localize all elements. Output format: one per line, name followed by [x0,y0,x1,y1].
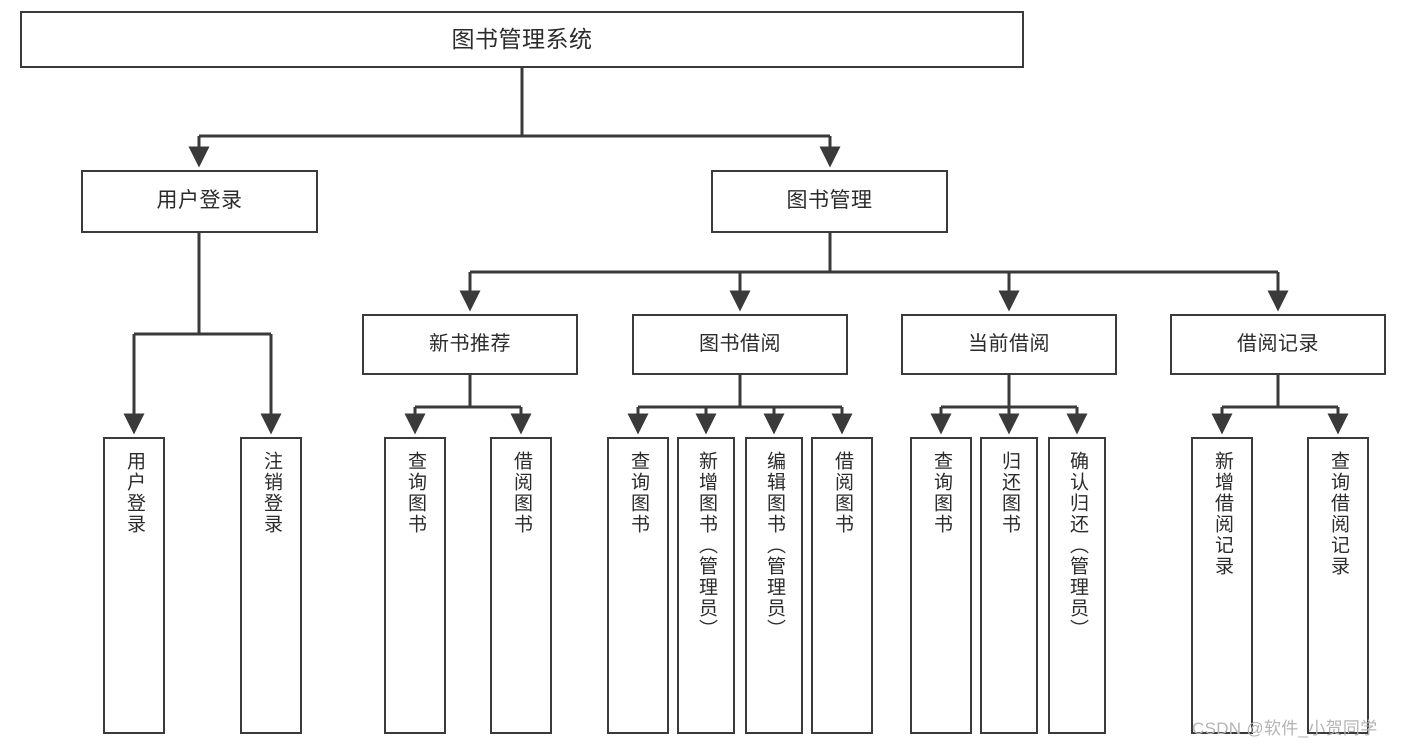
leaf-record-2-label: 查询借阅记录 [1327,451,1349,577]
node-root[interactable]: 图书管理系统 [20,11,1024,68]
csdn-watermark: CSDN @软件_小贺同学 [1192,719,1378,738]
leaf-user-login-1[interactable]: 用户登录 [103,437,165,734]
leaf-current-3-label: 确认归还（管理员） [1066,451,1088,640]
leaf-new-book-2-label: 借阅图书 [510,451,532,535]
node-book-manage-label: 图书管理 [786,189,873,213]
node-new-book-label: 新书推荐 [429,332,511,355]
node-borrow-record-label: 借阅记录 [1237,332,1319,355]
leaf-current-2-label: 归还图书 [998,451,1020,535]
leaf-record-2[interactable]: 查询借阅记录 [1307,437,1369,734]
node-current-borrow-label: 当前借阅 [968,332,1050,355]
leaf-borrow-2[interactable]: 新增图书（管理员） [677,437,735,734]
leaf-user-login-1-label: 用户登录 [123,451,145,535]
leaf-borrow-1[interactable]: 查询图书 [607,437,669,734]
node-user-login[interactable]: 用户登录 [81,170,318,233]
node-borrow[interactable]: 图书借阅 [632,314,848,375]
node-root-label: 图书管理系统 [451,25,593,52]
leaf-user-login-2[interactable]: 注销登录 [240,437,302,734]
node-book-manage[interactable]: 图书管理 [711,170,948,233]
node-borrow-label: 图书借阅 [699,332,781,355]
leaf-current-2[interactable]: 归还图书 [980,437,1038,734]
node-new-book[interactable]: 新书推荐 [362,314,578,375]
node-borrow-record[interactable]: 借阅记录 [1170,314,1386,375]
leaf-borrow-3[interactable]: 编辑图书（管理员） [745,437,803,734]
leaf-record-1[interactable]: 新增借阅记录 [1191,437,1253,734]
leaf-user-login-2-label: 注销登录 [260,451,282,535]
leaf-new-book-1[interactable]: 查询图书 [384,437,446,734]
leaf-current-3[interactable]: 确认归还（管理员） [1048,437,1106,734]
leaf-borrow-2-label: 新增图书（管理员） [695,451,717,640]
leaf-borrow-1-label: 查询图书 [627,451,649,535]
node-current-borrow[interactable]: 当前借阅 [901,314,1117,375]
leaf-new-book-1-label: 查询图书 [404,451,426,535]
leaf-current-1-label: 查询图书 [930,451,952,535]
leaf-borrow-4[interactable]: 借阅图书 [811,437,873,734]
leaf-current-1[interactable]: 查询图书 [910,437,972,734]
node-user-login-label: 用户登录 [156,189,243,213]
leaf-new-book-2[interactable]: 借阅图书 [490,437,552,734]
leaf-record-1-label: 新增借阅记录 [1211,451,1233,577]
leaf-borrow-3-label: 编辑图书（管理员） [763,451,785,640]
leaf-borrow-4-label: 借阅图书 [831,451,853,535]
